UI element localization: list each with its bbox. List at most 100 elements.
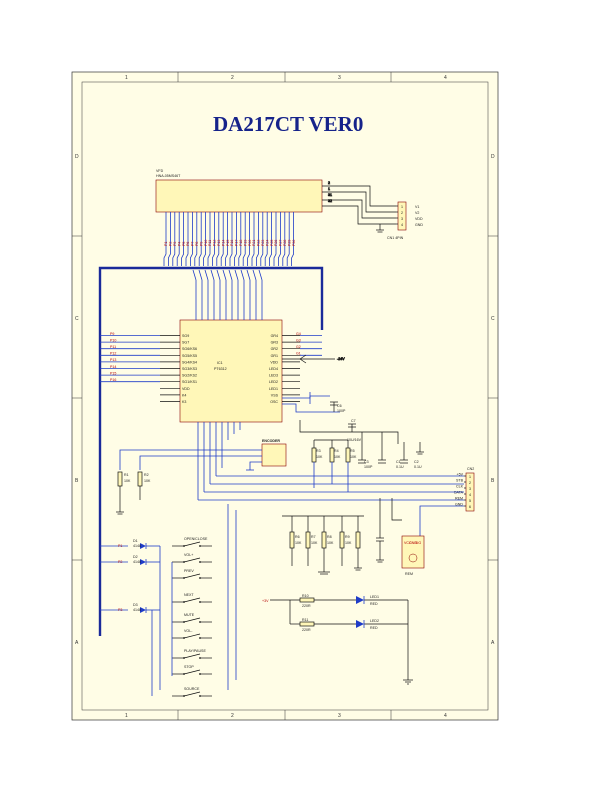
r11-ref: R11 (302, 618, 308, 622)
ic1-left-pin-name: SG1/KS1 (182, 380, 197, 384)
ic1-left-net-label: P12 (110, 352, 116, 356)
cn2-pin-number: 4 (469, 493, 471, 497)
led2-symbol (356, 620, 364, 628)
ic1-right-pin-name: LED4 (269, 367, 278, 371)
vfd-pin-wire (260, 212, 264, 266)
vfd-pin-label: P13 (217, 240, 221, 246)
ic1-left-pin-name: VDD (182, 387, 190, 391)
vfd-pin-label: P1 (164, 242, 168, 246)
rem-ref: REM (405, 572, 413, 576)
ic1-right-pin-name: GR1 (271, 354, 278, 358)
vfd-pin-label: P3 (173, 242, 177, 246)
vfd-pin-label: P20 (248, 240, 252, 246)
vfd-pin-wire (211, 212, 215, 266)
vfd-pin-label: P5 (182, 242, 186, 246)
vfd-pin-wire (251, 212, 255, 266)
cap-c7-value: 10U/16V (347, 438, 362, 442)
cap-c2-value: 0.1U (414, 465, 422, 469)
vfd-pin-label: P16 (230, 240, 234, 246)
vfd-pin-label: P25 (270, 240, 274, 246)
key-terminal (199, 601, 201, 603)
cn2-ref: CN2 (467, 467, 474, 471)
vfd-pin-label: P24 (265, 240, 269, 246)
cn2-pin-label: GND (455, 503, 463, 507)
page-title: DA217CT VER0 (213, 112, 363, 136)
r2-value: 10K (144, 479, 151, 483)
key-terminal (199, 657, 201, 659)
key-label: PREV (184, 569, 194, 573)
key-label: NEXT (184, 593, 194, 597)
rem-pin-gnd: GND (409, 541, 417, 545)
vfd-pin-wire (194, 212, 198, 266)
ic1-left-net-label: P11 (110, 345, 116, 349)
r3-value: 10K (316, 455, 323, 459)
ic1-left-pin-name: SG7 (182, 341, 189, 345)
col-label-3-bottom: 3 (338, 713, 341, 719)
key-label: PLAY/PAUSE (184, 649, 206, 653)
ic1-left-net-label: P13 (110, 358, 116, 362)
vfd-pin-wire (233, 212, 237, 266)
key-label: STOP (184, 665, 194, 669)
key-contact (183, 541, 201, 547)
key-label: VOL- (184, 629, 193, 633)
key-label: OPEN/CLOSE (184, 537, 208, 541)
key-terminal (199, 577, 201, 579)
ic1-right-pin-name: LED3 (269, 374, 278, 378)
ic1-right-pin-name: LED1 (269, 387, 278, 391)
r6-value: 10K (295, 541, 302, 545)
key-label: MUTE (184, 613, 195, 617)
vfd-pin-wire (242, 212, 246, 266)
vfd-pin-label: P10 (204, 240, 208, 246)
key-contact (183, 669, 201, 675)
cn2-pin-number: 3 (469, 487, 471, 491)
key-label: VOL+ (184, 553, 193, 557)
r9-value: 10K (345, 541, 352, 545)
ic1-top-bus-entry (246, 269, 251, 281)
led-supply-net: +3V (262, 599, 269, 603)
vfd-pin-label: P8 (195, 242, 199, 246)
cn1-connector (397, 201, 407, 231)
key-terminal (183, 545, 185, 547)
key-contact (183, 691, 201, 697)
vfd-pin-wire (176, 212, 180, 266)
vfd-pin-wire (264, 212, 268, 266)
r6-ref: R6 (295, 535, 300, 539)
key-terminal (183, 621, 185, 623)
ic1-right-pin-name: GR2 (271, 347, 278, 351)
diode-net: P3 (118, 608, 122, 612)
key-terminal (183, 695, 185, 697)
ic1-top-pins (192, 269, 263, 320)
ic1-right-net-label: G2 (296, 345, 301, 349)
row-label-a: A (75, 640, 79, 646)
key-terminal (183, 637, 185, 639)
cap-c7-ref: C7 (351, 419, 356, 423)
rem-pin-sig: SIG (415, 541, 421, 545)
vfd-pin-label: P22 (257, 240, 261, 246)
key-terminal (199, 561, 201, 563)
key-contact (183, 617, 201, 623)
ic1-top-bus-entry (234, 269, 239, 281)
vfd-pin-label: P30 (292, 240, 296, 246)
r7-value: 10K (311, 541, 318, 545)
ic1-top-bus-entry (228, 269, 233, 281)
r5-ref: R5 (350, 449, 355, 453)
col-label-4: 4 (444, 75, 447, 81)
row-label-b: B (75, 478, 79, 484)
ic1-top-bus-entry (222, 269, 227, 281)
cn1-ref: CN1 4PIN (387, 236, 404, 240)
vfd-right-pin-label: 1 (328, 187, 330, 191)
vfd-pin-wire (255, 212, 259, 266)
vfd-pin-label: P2 (169, 242, 173, 246)
vfd-pin-wire (273, 212, 277, 266)
ic1-top-bus-entry (252, 269, 257, 281)
vfd-right-pin-label: 2 (328, 181, 330, 185)
ir-receiver (401, 535, 425, 569)
diode-part: 4148 (133, 544, 141, 548)
cn2-pin-number: 1 (469, 475, 471, 479)
r4-value: 10K (334, 455, 341, 459)
vfd-pin-label: P27 (279, 240, 283, 246)
led1-symbol (356, 596, 364, 604)
row-label-d: D (75, 154, 79, 160)
ic1-top-bus-entry (258, 269, 263, 281)
